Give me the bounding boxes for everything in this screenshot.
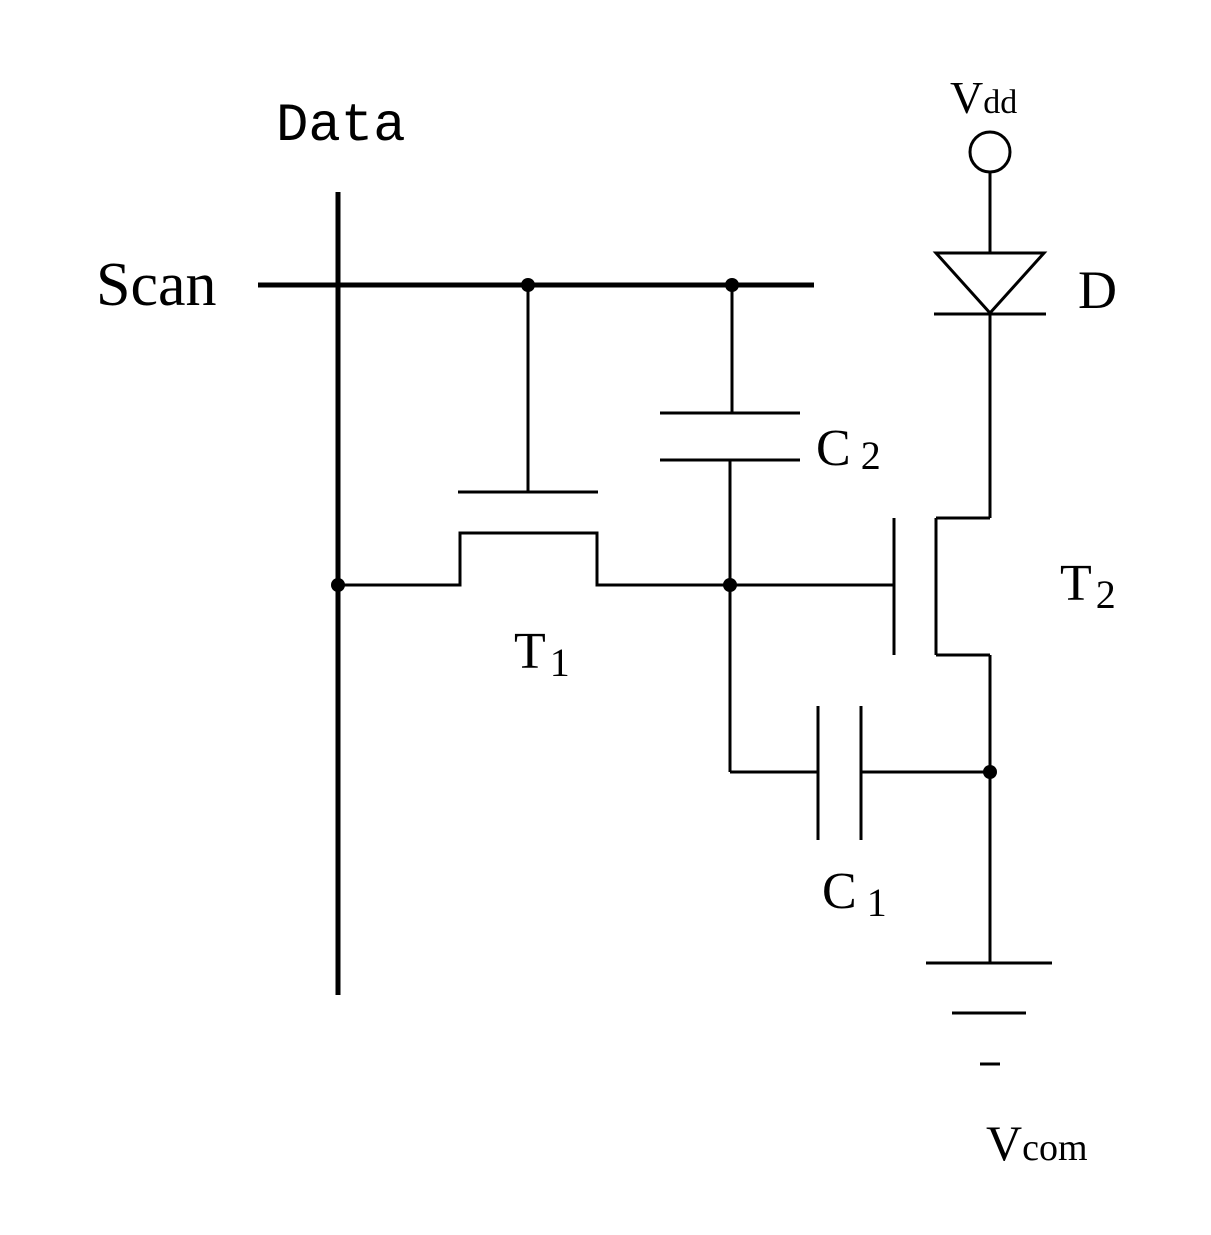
junction-dot	[983, 765, 997, 779]
t2-label: T2	[1060, 555, 1116, 617]
junction-dot	[521, 278, 535, 292]
c1-label: C1	[822, 863, 887, 925]
c2-label: C2	[816, 420, 881, 478]
diode-icon	[936, 253, 1044, 313]
t1-label: T1	[514, 623, 570, 685]
vcom-label: Vcom	[986, 1115, 1088, 1171]
data-line-label: Data	[276, 96, 406, 157]
junction-dot	[723, 578, 737, 592]
junction-dot	[331, 578, 345, 592]
vdd-terminal	[970, 132, 1010, 172]
vdd-label: Vdd	[950, 72, 1017, 123]
junction-dot	[725, 278, 739, 292]
t1-channel	[338, 533, 730, 585]
scan-line-label: Scan	[96, 251, 217, 319]
diode-label: D	[1078, 260, 1117, 320]
